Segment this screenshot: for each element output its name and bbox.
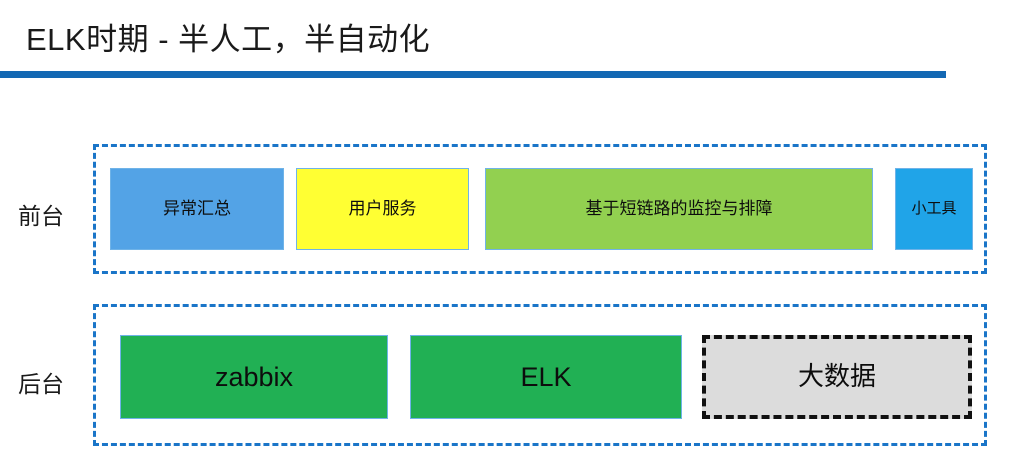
group-container-frontstage — [93, 144, 987, 274]
group-container-backstage — [93, 304, 987, 446]
card-exception-summary[interactable]: 异常汇总 — [110, 168, 284, 250]
card-zabbix[interactable]: zabbix — [120, 335, 388, 419]
card-user-service[interactable]: 用户服务 — [296, 168, 469, 250]
card-short-link-monitoring[interactable]: 基于短链路的监控与排障 — [485, 168, 873, 250]
card-big-data[interactable]: 大数据 — [702, 335, 972, 419]
row-label-backstage: 后台 — [18, 371, 64, 397]
card-elk[interactable]: ELK — [410, 335, 682, 419]
title-underline-rule — [0, 71, 946, 78]
card-small-tools[interactable]: 小工具 — [895, 168, 973, 250]
row-label-frontstage: 前台 — [18, 203, 64, 229]
page-title: ELK时期 - 半人工，半自动化 — [26, 22, 431, 57]
